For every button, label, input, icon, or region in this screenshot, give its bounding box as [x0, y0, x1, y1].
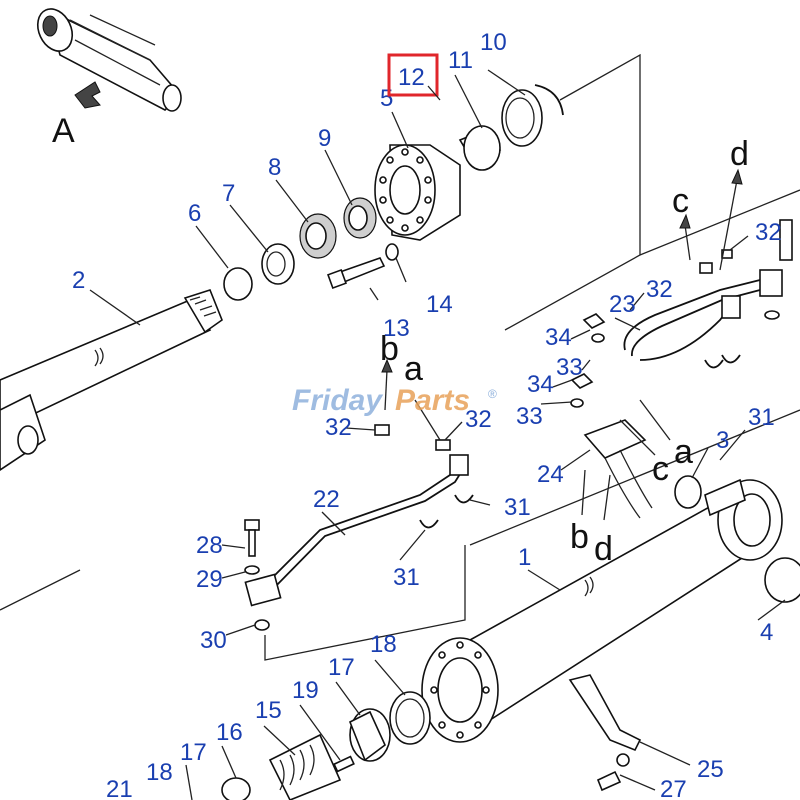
highlight-callout-12: 12	[387, 53, 441, 101]
arrow-leaders	[381, 168, 743, 521]
seal-rings	[223, 197, 377, 301]
letter-ld: d	[730, 135, 749, 173]
assembly-outline	[0, 53, 800, 661]
callout-c34b: 34	[527, 371, 554, 398]
callout-c27: 27	[660, 776, 687, 800]
callout-c32b: 32	[646, 276, 673, 303]
bracket-24	[583, 419, 653, 519]
callout-c17a: 17	[328, 654, 355, 681]
callout-c18a: 18	[370, 631, 397, 658]
letter-lb2: b	[570, 518, 589, 556]
bolt-13	[327, 243, 399, 289]
callout-c15: 15	[255, 697, 282, 724]
letter-lb: b	[380, 330, 399, 368]
bracket-25	[568, 674, 642, 792]
callout-c2: 2	[72, 267, 85, 294]
callout-c8: 8	[268, 154, 281, 181]
letter-lc2: c	[652, 450, 669, 488]
fittings	[374, 219, 793, 451]
hose-22	[244, 454, 469, 607]
clamps-31	[419, 354, 741, 529]
piston-rod	[0, 289, 223, 471]
ring-3	[674, 475, 702, 509]
callout-c19: 19	[292, 677, 319, 704]
cylinder-tube	[421, 478, 800, 743]
highlight-label: 12	[398, 64, 425, 91]
callout-c33a: 33	[556, 354, 583, 381]
callout-c30: 30	[200, 627, 227, 654]
callout-c7: 7	[222, 180, 235, 207]
callout-c32c: 32	[325, 414, 352, 441]
bushing-and-seal	[458, 84, 564, 171]
hose-23	[623, 269, 783, 361]
watermark-part2: Parts	[395, 384, 470, 417]
watermark-reg: ®	[488, 387, 497, 401]
callout-c1: 1	[518, 544, 531, 571]
arrow-icon	[74, 81, 101, 109]
piston-parts	[221, 691, 431, 800]
letter-la2: a	[674, 433, 693, 471]
watermark: Friday Parts ®	[292, 384, 497, 417]
leader-lines	[89, 69, 786, 800]
cylinder-head	[374, 144, 461, 241]
callout-c31a: 31	[748, 404, 775, 431]
callout-c28: 28	[196, 532, 223, 559]
callout-c18b: 18	[146, 759, 173, 786]
callout-c24: 24	[537, 461, 564, 488]
callout-c9: 9	[318, 125, 331, 152]
callout-c23: 23	[609, 291, 636, 318]
callout-c32a: 32	[755, 219, 782, 246]
callout-c17b: 17	[180, 739, 207, 766]
letter-la: a	[404, 350, 423, 388]
callout-c31c: 31	[393, 564, 420, 591]
watermark-part1: Friday	[292, 384, 383, 417]
callout-c11: 11	[448, 47, 473, 74]
letter-lc: c	[672, 182, 689, 220]
callout-c21: 21	[106, 776, 133, 800]
callout-c5: 5	[380, 85, 393, 112]
callout-c3: 3	[716, 427, 729, 454]
callout-c29: 29	[196, 566, 223, 593]
callout-c25: 25	[697, 756, 724, 783]
bolt-28	[244, 519, 270, 631]
callout-c22: 22	[313, 486, 340, 513]
callout-c13: 13	[383, 315, 410, 342]
letter-ld2: d	[594, 530, 613, 568]
callout-c34a: 34	[545, 324, 572, 351]
callout-c32d: 32	[465, 406, 492, 433]
callout-c33b: 33	[516, 403, 543, 430]
callout-c4: 4	[760, 619, 773, 646]
callout-c16: 16	[216, 719, 243, 746]
callout-c31b: 31	[504, 494, 531, 521]
view-label: A	[52, 112, 75, 150]
callout-c14: 14	[426, 291, 453, 318]
callout-c10: 10	[480, 29, 507, 56]
callout-c6: 6	[188, 200, 201, 227]
view-a-thumbnail	[36, 8, 182, 112]
